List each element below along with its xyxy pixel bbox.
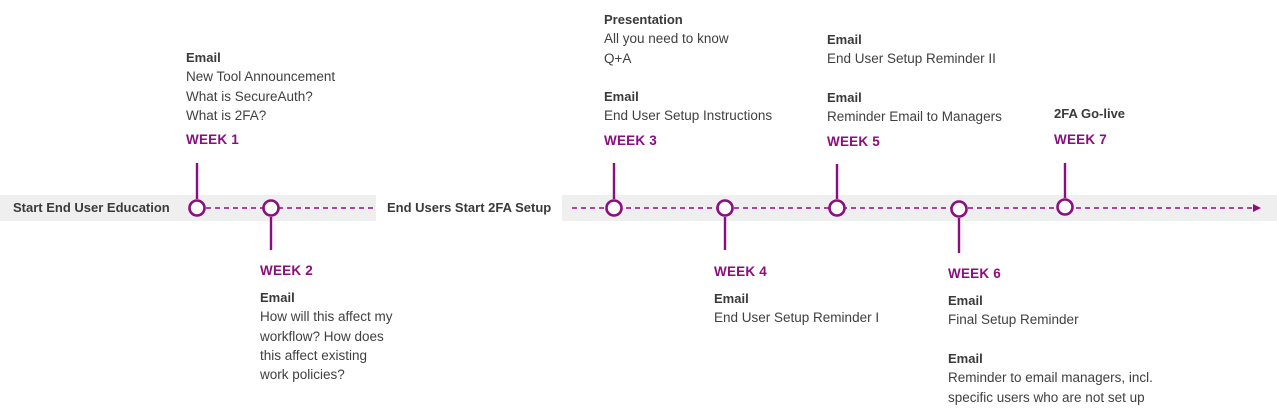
week1-label: WEEK 1 — [186, 132, 239, 147]
week5-email1-heading: Email — [827, 32, 862, 47]
week3-presentation-line-2: Q+A — [604, 50, 632, 66]
week6-email2-block: Email Reminder to email managers, incl. … — [948, 349, 1153, 407]
week3-email-line-1: End User Setup Instructions — [604, 108, 773, 124]
week5-email1-line-1: End User Setup Reminder II — [827, 51, 996, 67]
week3-email-block: Email End User Setup Instructions — [604, 87, 772, 126]
week6-email1-line-1: Final Setup Reminder — [948, 312, 1079, 328]
week1-email-line-1: New Tool Announcement — [186, 69, 336, 85]
week6-email1-block: Email Final Setup Reminder — [948, 291, 1079, 330]
start-education-label: Start End User Education — [13, 200, 170, 215]
week5-email1-block: Email End User Setup Reminder II — [827, 30, 996, 69]
week4-label: WEEK 4 — [714, 264, 767, 279]
milestone-node-week1 — [188, 199, 206, 217]
week1-email-line-3: What is 2FA? — [186, 107, 267, 123]
week2-email-block: Email How will this affect my workflow? … — [260, 288, 393, 384]
week2-email-heading: Email — [260, 290, 295, 305]
milestone-node-week4 — [716, 199, 734, 217]
week5-email2-heading: Email — [827, 90, 862, 105]
week2-label: WEEK 2 — [260, 263, 313, 278]
milestone-node-week7 — [1056, 198, 1074, 216]
week7-label: WEEK 7 — [1054, 132, 1107, 147]
week2-email-line-2: workflow? How does — [260, 328, 384, 344]
week1-email-heading: Email — [186, 50, 221, 65]
week5-email2-line-1: Reminder Email to Managers — [827, 109, 1002, 125]
milestone-node-week6 — [950, 200, 968, 218]
week1-email-block: Email New Tool Announcement What is Secu… — [186, 48, 335, 125]
week6-email2-heading: Email — [948, 351, 983, 366]
week2-email-line-4: work policies? — [260, 367, 345, 383]
week4-email-line-1: End User Setup Reminder I — [714, 310, 880, 326]
week3-email-heading: Email — [604, 89, 639, 104]
week5-label: WEEK 5 — [827, 134, 880, 149]
week6-email2-line-2: specific users who are not set up — [948, 389, 1145, 405]
week2-email-line-3: this affect existing — [260, 347, 368, 363]
week4-email-block: Email End User Setup Reminder I — [714, 289, 879, 328]
week3-label: WEEK 3 — [604, 133, 657, 148]
week5-email2-block: Email Reminder Email to Managers — [827, 88, 1002, 127]
timeline-arrowhead-icon — [1253, 204, 1261, 212]
week6-email2-line-1: Reminder to email managers, incl. — [948, 370, 1153, 386]
week7-golive-heading: 2FA Go-live — [1054, 106, 1126, 121]
week3-presentation-line-1: All you need to know — [604, 31, 729, 47]
week3-presentation-heading: Presentation — [604, 12, 683, 27]
week6-email1-heading: Email — [948, 293, 983, 308]
milestone-node-week3 — [605, 199, 623, 217]
milestone-node-week2 — [262, 199, 280, 217]
week3-presentation-block: Presentation All you need to know Q+A — [604, 10, 729, 68]
week1-email-line-2: What is SecureAuth? — [186, 88, 313, 104]
week2-email-line-1: How will this affect my — [260, 309, 393, 325]
week4-email-heading: Email — [714, 291, 749, 306]
milestone-node-week5 — [828, 199, 846, 217]
start-setup-label: End Users Start 2FA Setup — [376, 195, 563, 221]
week6-label: WEEK 6 — [948, 266, 1001, 281]
